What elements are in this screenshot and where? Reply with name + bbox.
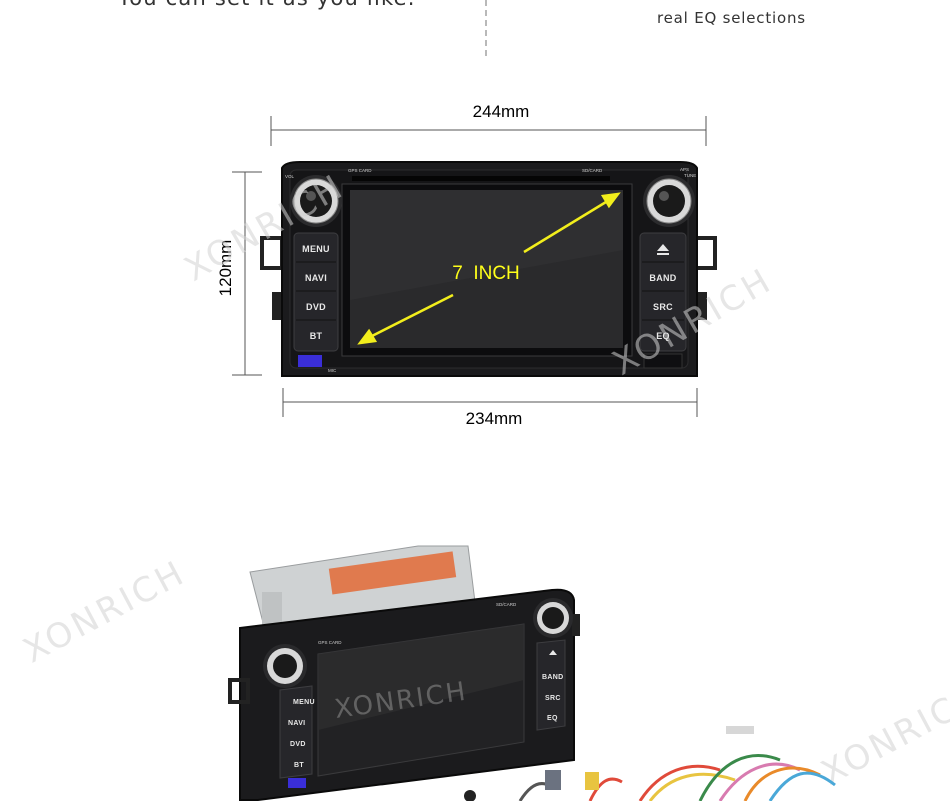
top-width-label: 244mm xyxy=(473,102,530,121)
angled-dvd-label: DVD xyxy=(290,741,306,748)
angled-eq-label: EQ xyxy=(547,715,558,722)
head-unit-angled xyxy=(228,545,580,801)
bottom-dimension-line xyxy=(282,388,698,417)
head-unit-front xyxy=(260,161,717,377)
angled-menu-label: MENU xyxy=(293,699,315,706)
height-label: 120mm xyxy=(216,240,235,297)
tune-label: TUNE xyxy=(684,173,696,178)
wiring-harness xyxy=(518,754,836,801)
angled-bt-label: BT xyxy=(294,762,304,769)
eject-icon-bar xyxy=(657,253,669,255)
bt-button-label: BT xyxy=(310,331,323,341)
sd-card-label: SD/CARD xyxy=(582,168,603,173)
harness-connector-1 xyxy=(545,770,561,790)
aps-label: APS xyxy=(680,167,689,172)
angled-band-label: BAND xyxy=(542,674,563,681)
bottom-width-label: 234mm xyxy=(466,409,523,428)
harness-connector-2 xyxy=(585,772,599,790)
gps-card-label: GPS CARD xyxy=(348,168,372,173)
vol-label: VOL xyxy=(285,174,295,179)
navi-button-label: NAVI xyxy=(305,273,327,283)
top-left-caption: You can set it as you like. xyxy=(118,0,416,10)
angled-eject-icon xyxy=(549,650,557,655)
src-button-label: SRC xyxy=(653,302,673,312)
height-dimension-line xyxy=(232,171,262,376)
angled-src-label: SRC xyxy=(545,695,561,702)
dvd-button-label: DVD xyxy=(306,302,326,312)
angled-navi-label: NAVI xyxy=(288,720,305,727)
screen-diagonal-arrow xyxy=(357,192,621,345)
eq-button-label: EQ xyxy=(656,331,670,341)
antenna-plug xyxy=(464,790,476,801)
harness-tag xyxy=(726,726,754,734)
menu-button-label: MENU xyxy=(302,244,330,254)
dashed-divider xyxy=(485,0,487,56)
band-button-label: BAND xyxy=(649,273,676,283)
mic-label: MIC xyxy=(328,368,337,373)
top-right-caption: real EQ selections xyxy=(657,9,806,27)
angled-sd-card-label: SD/CARD xyxy=(496,602,517,607)
screen-size-label: 7 INCH xyxy=(452,263,520,284)
top-dimension-line xyxy=(270,116,707,146)
angled-gps-card-label: GPS CARD xyxy=(318,640,342,645)
eject-icon xyxy=(657,244,669,251)
